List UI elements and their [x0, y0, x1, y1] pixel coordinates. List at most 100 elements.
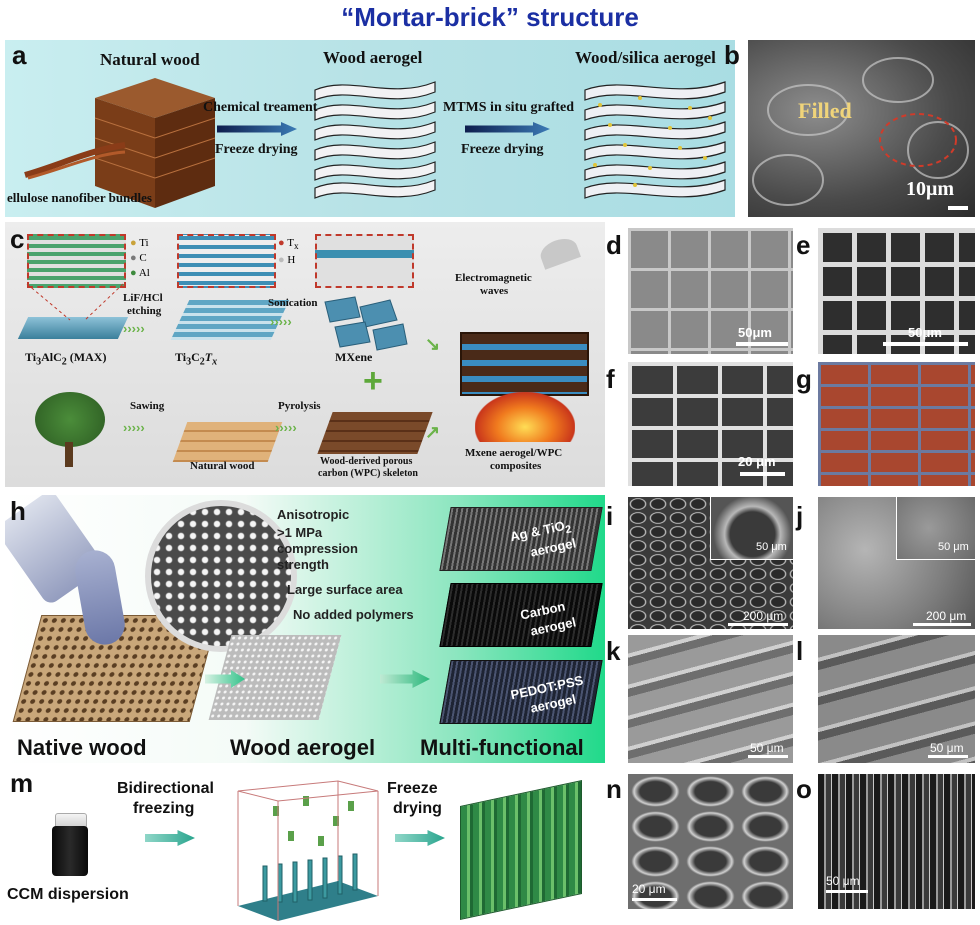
arrow-2: [465, 122, 550, 136]
wpc-label-1: Wood-derived porous: [320, 456, 413, 467]
wood-silica-layers: [584, 81, 726, 199]
scale-bar-n: [632, 898, 677, 901]
freeze-label-2: Freeze drying: [461, 142, 544, 157]
scale-text-j-inset: 50 μm: [938, 541, 969, 553]
scale-bar-l: [928, 755, 968, 758]
etching-label: etching: [127, 305, 162, 317]
arrow-m2: [395, 830, 445, 846]
label-j: j: [796, 501, 804, 531]
label-a: a: [12, 40, 27, 70]
composite-label-2: composites: [490, 460, 542, 472]
legend-tx-text: T: [287, 237, 294, 249]
arrow-1: [217, 122, 297, 136]
panel-b: Filled 10μm: [748, 40, 975, 217]
legend-tx: ● Tx: [278, 237, 299, 252]
scale-text-k: 50 μm: [750, 741, 784, 755]
mpa-text: >1 MPa: [277, 525, 323, 540]
natural-wood-c: Natural wood: [190, 460, 255, 472]
scale-text-d: 50μm: [738, 325, 772, 340]
max-d: 2: [61, 356, 67, 368]
fire-icon: [475, 392, 575, 442]
label-l: l: [796, 636, 804, 666]
lif-label: LiF/HCl: [123, 292, 163, 304]
label-g: g: [796, 364, 812, 394]
aerogel-circle: [145, 500, 297, 652]
freezing-box: [237, 780, 379, 921]
sonication-label: Sonication: [268, 297, 318, 309]
max-c: AlC: [41, 350, 62, 364]
max-e: (MAX): [66, 350, 107, 364]
natural-wood-cube: [94, 78, 216, 208]
scale-bar-i: [728, 623, 788, 626]
tic-a: Ti: [175, 350, 187, 364]
scale-text-o: 50 μm: [826, 874, 860, 888]
label-e: e: [796, 230, 811, 260]
panel-k: 50 μm: [628, 635, 793, 763]
panel-j: 50 μm 200 μm: [818, 497, 975, 629]
composite-label-1: Mxene aerogel/WPC: [465, 447, 563, 459]
chevron-arrow-1: ›››››: [123, 321, 145, 336]
scale-text-j: 200 μm: [926, 609, 967, 623]
freeze-label-1: Freeze drying: [215, 142, 298, 157]
filled-label: Filled: [798, 98, 852, 123]
legend-ti-text: Ti: [139, 237, 149, 249]
scale-text-b: 10μm: [906, 178, 954, 200]
wood-aerogel-layers: [314, 81, 436, 199]
natural-wood-label: Natural wood: [100, 50, 200, 69]
scale-text-f: 20 μm: [738, 454, 776, 469]
label-h: h: [10, 496, 26, 526]
chevron-arrow-2: ›››››: [270, 314, 292, 329]
composite-block: [460, 332, 589, 396]
legend-tx-sub: x: [293, 241, 299, 252]
native-wood-label: Native wood: [17, 735, 147, 760]
chevron-arrow-4: ›››››: [275, 420, 297, 435]
scale-bar-f: [740, 472, 785, 476]
multi-label: Multi-functional: [420, 735, 584, 760]
panel-m: CCM dispersion Bidirectional freezing Fr…: [5, 768, 605, 923]
inset-j: [896, 497, 975, 560]
vial-icon: [52, 826, 88, 876]
legend-al-text: Al: [138, 267, 150, 279]
label-b: b: [724, 40, 740, 70]
scale-text-e: 50μm: [908, 325, 942, 340]
tree-icon: [35, 392, 105, 447]
green-arrow-icon: ↗: [425, 422, 441, 442]
label-o: o: [796, 774, 812, 804]
tic-e: T: [204, 350, 213, 364]
max-label: Ti3AlC2 (MAX): [25, 350, 106, 367]
panel-n: 20 μm: [628, 774, 793, 909]
figure-title: “Mortar-brick” structure: [341, 2, 639, 32]
panel-d: 50μm: [628, 228, 793, 354]
panel-g: [818, 362, 975, 486]
wood-aerogel-label-h: Wood aerogel: [230, 735, 376, 760]
wpc-label-2: carbon (WPC) skeleton: [318, 468, 418, 479]
label-f: f: [606, 364, 615, 394]
panel-h: Native wood Wood aerogel Anisotropic >1 …: [5, 495, 605, 763]
legend-ti: ● Ti: [130, 237, 149, 249]
zoom-lines-1: [26, 283, 124, 321]
scale-bar-j: [913, 623, 971, 626]
green-arrow-h1: [205, 670, 245, 688]
mtms-label: MTMS in situ grafted: [443, 100, 575, 115]
strength-text: strength: [277, 557, 329, 572]
surface-text: Large surface area: [287, 582, 403, 597]
wpc-block: [317, 412, 433, 454]
bidir-label-2: freezing: [133, 800, 195, 817]
max-b: 3: [36, 356, 42, 368]
anisotropic-text: Anisotropic: [277, 507, 350, 522]
max-zoom-box: [27, 234, 126, 288]
chem-label: Chemical treament: [203, 100, 318, 115]
tic-b: 3: [186, 356, 192, 368]
freeze-label-m1: Freeze: [387, 780, 438, 797]
em-label-1: Electromagnetic: [455, 272, 532, 284]
panel-f: 20 μm: [628, 362, 793, 486]
legend-h-text: H: [287, 254, 296, 266]
mxene-flakes: [324, 296, 408, 351]
sawing-label: Sawing: [130, 400, 165, 412]
pyrolysis-label: Pyrolysis: [278, 400, 321, 412]
wood-silica-label: Wood/silica aerogel: [575, 48, 716, 67]
label-m: m: [10, 768, 34, 798]
scale-text-l: 50 μm: [930, 741, 964, 755]
panel-e: 50μm: [818, 228, 975, 354]
ccm-label: CCM dispersion: [7, 886, 129, 903]
